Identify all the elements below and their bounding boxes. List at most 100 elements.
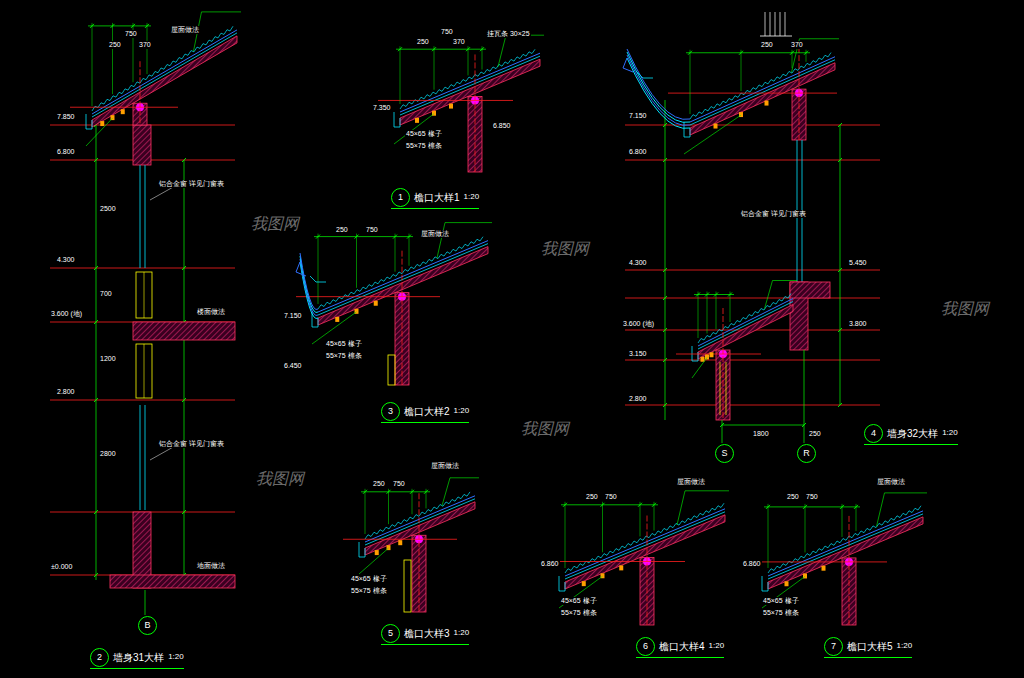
dimension-line — [314, 236, 413, 237]
axis-line — [402, 251, 403, 385]
annotation-text: 铝合金窗 详见门窗表 — [740, 210, 807, 218]
extension-line — [640, 502, 641, 537]
dimension-tick — [94, 510, 98, 514]
detail-title: 7檐口大样51:20 — [824, 637, 912, 658]
rafter — [398, 540, 402, 545]
extension-line — [318, 234, 319, 304]
roof-tiles — [365, 492, 470, 539]
watermark: 我图网 — [540, 240, 590, 258]
drawing-layer — [50, 12, 927, 625]
callout-number: R — [797, 444, 816, 463]
ridge-ornament — [770, 12, 771, 36]
level-line — [543, 561, 685, 562]
level-line — [746, 561, 887, 562]
scale-text: 1:20 — [454, 407, 470, 416]
annotation-text: 6.850 — [492, 122, 512, 130]
dimension-line — [764, 506, 860, 507]
extension-line — [468, 46, 469, 75]
watermark: 我图网 — [940, 300, 990, 318]
dimension-tick — [182, 398, 186, 402]
extension-line — [426, 489, 427, 509]
dimension-line — [361, 491, 430, 492]
annotation-text: 4.300 — [628, 259, 648, 267]
extension-line — [768, 504, 769, 568]
window-frame — [136, 344, 152, 398]
annotation-text: 55×75 檩条 — [325, 352, 363, 360]
scale-text: 1:20 — [168, 653, 184, 662]
dimension-tick — [94, 573, 98, 577]
ridge-ornament — [775, 12, 776, 36]
extension-line — [805, 504, 806, 553]
level-line — [50, 400, 235, 401]
detail-name: 檐口大样1 — [414, 192, 460, 203]
annotation-text: 屋面做法 — [170, 26, 200, 34]
annotation-text: 750 — [365, 226, 379, 234]
leader-line — [150, 186, 175, 200]
rafter — [449, 104, 453, 109]
roof-tiles — [92, 26, 233, 111]
leader-line — [498, 35, 544, 67]
leader-line — [684, 115, 741, 154]
roof-tiles — [698, 294, 791, 344]
axis-line — [145, 590, 146, 615]
annotation-text: 250 — [585, 493, 599, 501]
callout-number: 7 — [824, 637, 843, 656]
annotation-text: 3.800 — [848, 320, 868, 328]
annotation-text: 2800 — [99, 450, 117, 458]
extension-line — [730, 292, 731, 323]
extension-line — [698, 292, 699, 339]
ridge-ornament — [780, 12, 781, 36]
annotation-text: 7.150 — [628, 112, 648, 120]
detail-name: 檐口大样3 — [404, 628, 450, 639]
flying-eave — [627, 55, 690, 125]
extension-line — [92, 23, 93, 106]
roof-tiles — [690, 53, 831, 119]
rafter — [375, 550, 379, 555]
leader-line — [442, 478, 479, 506]
annotation-text: 6.860 — [742, 560, 762, 568]
leader-line — [437, 223, 492, 258]
extension-line — [654, 502, 655, 531]
annotation-text: 55×75 檩条 — [762, 609, 800, 617]
callout-number: S — [715, 444, 734, 463]
window-glass — [145, 405, 146, 510]
level-line — [296, 296, 440, 297]
dimension-line — [96, 118, 97, 580]
window-frame — [388, 355, 395, 385]
annotation-text: 750 — [805, 493, 819, 501]
detail-title: 5檐口大样31:20 — [381, 624, 469, 645]
window-frame — [726, 362, 727, 415]
dimension-tick — [663, 268, 667, 272]
leader-line — [150, 446, 175, 460]
level-line — [676, 354, 761, 355]
eave-gutter — [692, 346, 698, 361]
extension-line — [806, 50, 807, 62]
detail-name: 墙身31大样 — [113, 652, 164, 663]
extension-line — [716, 292, 717, 330]
annotation-text: 挂瓦条 30×25 — [486, 30, 531, 38]
dimension-tick — [838, 328, 842, 332]
annotation-text: 250 — [108, 41, 122, 49]
extension-line — [112, 23, 113, 94]
leader-line — [677, 491, 729, 525]
annotation-text: 6.800 — [628, 148, 648, 156]
annotation-text: 45×65 椽子 — [405, 130, 443, 138]
callout-number: B — [138, 616, 157, 635]
annotation-text: 铝合金窗 详见门窗表 — [158, 180, 225, 188]
annotation-text: 6.800 — [56, 148, 76, 156]
rafter — [705, 355, 709, 360]
extension-line — [842, 504, 843, 537]
window-frame — [144, 344, 145, 398]
annotation-text: 7.850 — [56, 113, 76, 121]
annotation-text: 55×75 檩条 — [560, 609, 598, 617]
roof-layer — [690, 60, 835, 125]
ground-slab — [110, 575, 235, 588]
eave-gutter — [559, 576, 565, 591]
annotation-text: 250 — [416, 38, 430, 46]
annotation-text: 屋面做法 — [876, 478, 906, 486]
dimension-tick — [838, 403, 842, 407]
annotation-text: 370 — [452, 38, 466, 46]
leader-line — [559, 576, 603, 608]
